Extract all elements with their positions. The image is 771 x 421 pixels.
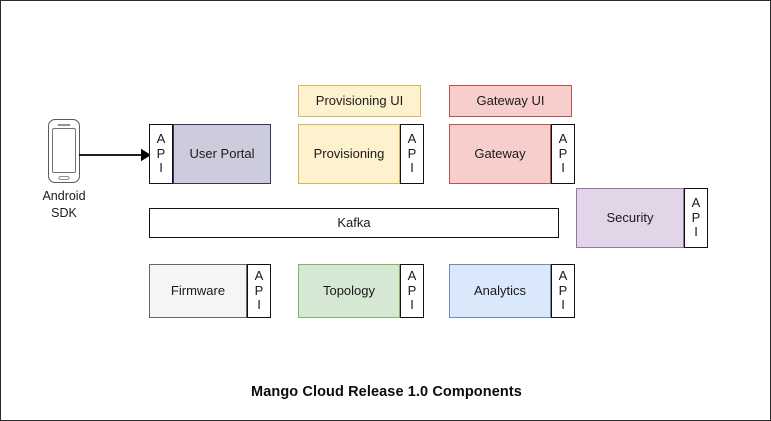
- api-letter-i: I: [159, 160, 163, 176]
- api-letter-p: P: [407, 145, 417, 161]
- phone-screen: [52, 128, 76, 173]
- api-letter-p: P: [558, 282, 568, 298]
- arrow-right-icon: [79, 148, 151, 162]
- node-security-label: Security: [606, 209, 654, 225]
- node-user-portal[interactable]: User Portal: [173, 124, 271, 184]
- api-letter-a: A: [407, 131, 417, 147]
- node-kafka[interactable]: Kafka: [149, 208, 559, 238]
- node-gateway-ui[interactable]: Gateway UI: [449, 85, 572, 117]
- phone-home-button-icon: [58, 175, 70, 180]
- node-security[interactable]: Security: [576, 188, 684, 248]
- api-letter-a: A: [558, 268, 568, 284]
- node-gateway[interactable]: Gateway: [449, 124, 551, 184]
- api-tab-user-portal[interactable]: A P I: [149, 124, 173, 184]
- node-firmware-label: Firmware: [170, 282, 226, 298]
- node-provisioning-label: Provisioning: [313, 145, 385, 161]
- api-letter-i: I: [257, 297, 261, 313]
- api-letter-i: I: [410, 297, 414, 313]
- api-letter-i: I: [694, 224, 698, 240]
- api-letter-p: P: [691, 209, 701, 225]
- api-letter-a: A: [156, 131, 166, 147]
- node-topology-label: Topology: [322, 282, 376, 298]
- android-phone-icon: [48, 119, 80, 183]
- api-letter-a: A: [254, 268, 264, 284]
- node-gateway-ui-label: Gateway UI: [476, 92, 545, 108]
- node-gateway-label: Gateway: [474, 145, 526, 161]
- api-letter-p: P: [407, 282, 417, 298]
- android-sdk-label-line2: SDK: [51, 205, 77, 220]
- android-sdk-label: Android SDK: [19, 188, 109, 221]
- diagram-title: Mango Cloud Release 1.0 Components: [251, 384, 522, 400]
- api-letter-i: I: [561, 297, 565, 313]
- api-tab-analytics[interactable]: A P I: [551, 264, 575, 318]
- node-topology[interactable]: Topology: [298, 264, 400, 318]
- api-tab-topology[interactable]: A P I: [400, 264, 424, 318]
- api-letter-p: P: [254, 282, 264, 298]
- node-provisioning[interactable]: Provisioning: [298, 124, 400, 184]
- api-tab-security[interactable]: A P I: [684, 188, 708, 248]
- api-letter-a: A: [407, 268, 417, 284]
- api-tab-provisioning[interactable]: A P I: [400, 124, 424, 184]
- api-tab-firmware[interactable]: A P I: [247, 264, 271, 318]
- api-letter-p: P: [156, 145, 166, 161]
- api-letter-a: A: [558, 131, 568, 147]
- node-provisioning-ui[interactable]: Provisioning UI: [298, 85, 421, 117]
- node-analytics[interactable]: Analytics: [449, 264, 551, 318]
- api-letter-i: I: [561, 160, 565, 176]
- node-kafka-label: Kafka: [337, 214, 371, 230]
- node-firmware[interactable]: Firmware: [149, 264, 247, 318]
- api-letter-p: P: [558, 145, 568, 161]
- node-analytics-label: Analytics: [473, 282, 527, 298]
- phone-speaker-icon: [57, 123, 71, 126]
- android-sdk-label-line1: Android: [42, 189, 86, 203]
- node-user-portal-label: User Portal: [189, 145, 255, 161]
- node-provisioning-ui-label: Provisioning UI: [315, 92, 404, 108]
- api-tab-gateway[interactable]: A P I: [551, 124, 575, 184]
- api-letter-a: A: [691, 195, 701, 211]
- api-letter-i: I: [410, 160, 414, 176]
